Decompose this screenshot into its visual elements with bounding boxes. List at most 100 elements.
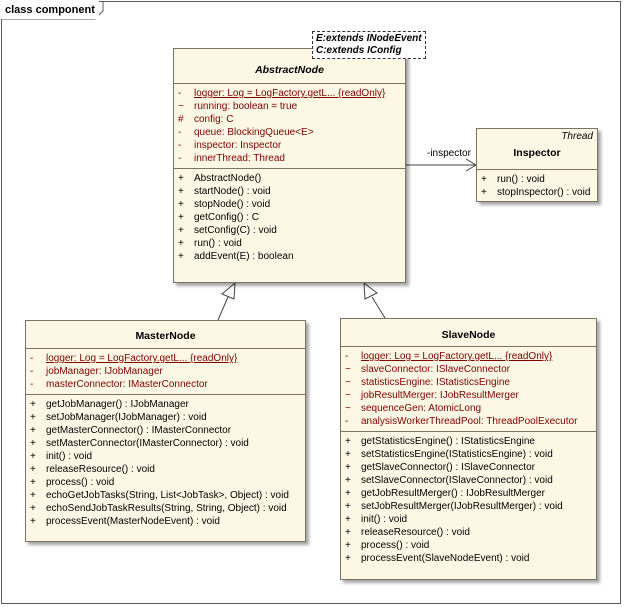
class-name: Inspector — [513, 147, 561, 159]
operation-row: +AbstractNode() — [174, 172, 405, 185]
class-master-node[interactable]: MasterNode -logger: Log = LogFactory.get… — [25, 320, 306, 542]
attribute-text: statisticsEngine: IStatisticsEngine — [361, 377, 510, 388]
attribute-row: - masterConnector: IMasterConnector — [26, 378, 305, 391]
attribute-row: ~slaveConnector: ISlaveConnector — [341, 363, 596, 376]
attribute-row: ~ running: boolean = true — [174, 100, 405, 113]
visibility-marker: - — [178, 88, 182, 99]
visibility-marker: + — [178, 212, 184, 223]
operation-row: +echoSendJobTaskResults(String, String, … — [26, 502, 305, 515]
template-parameter: C:extends IConfig — [316, 45, 402, 56]
operation-row: +startNode() : void — [174, 185, 405, 198]
template-parameter: E:extends INodeEvent — [316, 33, 422, 44]
visibility-marker: ~ — [345, 364, 351, 375]
visibility-marker: + — [345, 488, 351, 499]
operation-row: + init() : void — [341, 513, 596, 526]
visibility-marker: - — [178, 140, 182, 151]
operation-text: setConfig(C) : void — [194, 225, 277, 236]
visibility-marker: + — [178, 173, 184, 184]
visibility-marker: + — [345, 514, 351, 525]
operation-row: + setConfig(C) : void — [174, 224, 405, 237]
visibility-marker: - — [30, 366, 34, 377]
generalization-arrowhead-master — [221, 281, 236, 300]
operation-text: echoGetJobTasks(String, List<JobTask>, O… — [46, 490, 289, 501]
class-abstract-node[interactable]: AbstractNode - logger: Log = LogFactory.g… — [173, 48, 406, 283]
operation-text: releaseResource() : void — [46, 464, 155, 475]
class-stereotype: Thread — [561, 131, 593, 142]
attribute-text: logger: Log = LogFactory.getL... {readOn… — [194, 88, 386, 99]
visibility-marker: - — [30, 379, 34, 390]
operation-row: +setJobManager(IJobManager) : void — [26, 411, 305, 424]
operation-text: stopInspector() : void — [497, 187, 591, 198]
operation-row: + echoGetJobTasks(String, List<JobTask>, … — [26, 489, 305, 502]
attribute-row: -jobManager: IJobManager — [26, 365, 305, 378]
operation-row: + getJobResultMerger() : IJobResultMerger — [341, 487, 596, 500]
attribute-row: - innerThread: Thread — [174, 152, 405, 165]
attribute-row: #config: C — [174, 113, 405, 126]
template-parameters: E:extends INodeEvent C:extends IConfig — [312, 31, 426, 59]
visibility-marker: ~ — [178, 101, 184, 112]
attribute-row: ~jobResultMerger: IJobResultMerger — [341, 389, 596, 402]
operation-row: +getSlaveConnector() : ISlaveConnector — [341, 461, 596, 474]
attributes-section: -logger: Log = LogFactory.getL... {readO… — [26, 349, 305, 395]
visibility-marker: + — [30, 399, 36, 410]
operation-row: + run() : void — [174, 237, 405, 250]
attribute-text: sequenceGen: AtomicLong — [361, 403, 482, 414]
class-name: SlaveNode — [341, 319, 596, 347]
operation-row: +process() : void — [341, 539, 596, 552]
visibility-marker: + — [178, 199, 184, 210]
association-role-label: -inspector — [427, 148, 471, 159]
visibility-marker: + — [345, 540, 351, 551]
operation-row: +getStatisticsEngine() : IStatisticsEngi… — [341, 435, 596, 448]
visibility-marker: + — [345, 553, 351, 564]
visibility-marker: + — [178, 238, 184, 249]
operation-row: +setSlaveConnector(ISlaveConnector) : vo… — [341, 474, 596, 487]
attribute-text: masterConnector: IMasterConnector — [46, 379, 208, 390]
operation-text: setMasterConnector(IMasterConnector) : v… — [46, 438, 249, 449]
operation-text: getConfig() : C — [194, 212, 260, 223]
visibility-marker: - — [178, 127, 182, 138]
visibility-marker: - — [345, 351, 349, 362]
visibility-marker: + — [30, 490, 36, 501]
operation-row: +setStatisticsEngine(IStatisticsEngine) … — [341, 448, 596, 461]
attributes-section: -logger: Log = LogFactory.getL... {readO… — [341, 347, 596, 432]
operation-text: getJobResultMerger() : IJobResultMerger — [361, 488, 545, 499]
class-name: AbstractNode — [174, 49, 405, 84]
attribute-text: innerThread: Thread — [194, 153, 285, 164]
operations-section: + getJobManager() : IJobManager+setJobMan… — [26, 395, 305, 531]
frame-title: class component — [1, 1, 99, 19]
attribute-text: queue: BlockingQueue<E> — [194, 127, 314, 138]
visibility-marker: - — [178, 153, 182, 164]
attribute-text: analysisWorkerThreadPool: ThreadPoolExec… — [361, 416, 578, 427]
operation-row: +processEvent(MasterNodeEvent) : void — [26, 515, 305, 528]
visibility-marker: + — [178, 225, 184, 236]
operation-text: run() : void — [497, 174, 545, 185]
operation-text: stopNode() : void — [194, 199, 271, 210]
generalization-arrowhead-slave — [363, 281, 378, 300]
attribute-row: - queue: BlockingQueue<E> — [174, 126, 405, 139]
visibility-marker: + — [345, 436, 351, 447]
operation-text: setJobResultMerger(IJobResultMerger) : v… — [361, 501, 563, 512]
visibility-marker: + — [345, 501, 351, 512]
visibility-marker: ~ — [345, 403, 351, 414]
operation-text: init() : void — [361, 514, 408, 525]
operation-text: getJobManager() : IJobManager — [46, 399, 189, 410]
visibility-marker: # — [178, 114, 184, 125]
operations-section: +AbstractNode()+startNode() : void+stopN… — [174, 169, 405, 266]
operation-text: getMasterConnector() : IMasterConnector — [46, 425, 232, 436]
visibility-marker: ~ — [345, 377, 351, 388]
operation-row: + getConfig() : C — [174, 211, 405, 224]
class-inspector[interactable]: Thread Inspector +run() : void+stopInspe… — [476, 128, 598, 202]
attribute-row: -inspector: Inspector — [174, 139, 405, 152]
generalization-line-master — [217, 296, 229, 321]
generalization-line-slave — [371, 296, 386, 319]
operation-text: processEvent(SlaveNodeEvent) : void — [361, 553, 530, 564]
attribute-text: jobResultMerger: IJobResultMerger — [361, 390, 519, 401]
operation-row: +releaseResource() : void — [341, 526, 596, 539]
attribute-text: running: boolean = true — [194, 101, 298, 112]
class-slave-node[interactable]: SlaveNode -logger: Log = LogFactory.getL… — [340, 318, 597, 580]
operation-row: + processEvent(SlaveNodeEvent) : void — [341, 552, 596, 565]
operation-text: run() : void — [194, 238, 242, 249]
